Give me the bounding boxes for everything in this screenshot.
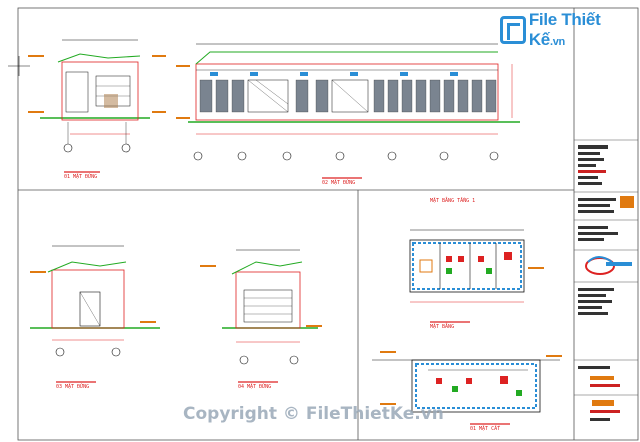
elevation-03: [30, 245, 160, 383]
logo-text: File Thiết Kế.vn: [528, 10, 601, 49]
section-label: 01 MẶT CẮT: [470, 426, 501, 432]
elevation-01-label: 01 MẶT ĐỨNG: [64, 174, 98, 180]
elevation-04: [200, 249, 322, 383]
section-view: [372, 351, 562, 425]
elevation-02: [176, 43, 520, 179]
filethietke-logo: File Thiết Kế.vn: [500, 10, 640, 49]
elevation-03-label: 03 MẶT ĐỨNG: [56, 384, 90, 390]
plan-label: MẶT BẰNG: [430, 324, 455, 330]
copyright-watermark: Copyright © FileThietKe.vn: [183, 404, 444, 424]
floor-plan: [409, 229, 544, 323]
title-block: [574, 139, 638, 421]
plan-title: MẶT BẰNG TẦNG 1: [430, 198, 476, 204]
elevation-01: [28, 39, 166, 173]
elevation-04-label: 04 MẶT ĐỨNG: [238, 384, 272, 390]
elevation-02-label: 02 MẶT ĐỨNG: [322, 180, 356, 186]
filethietke-logo-icon: [500, 16, 526, 44]
sheet-frame: [17, 7, 639, 441]
